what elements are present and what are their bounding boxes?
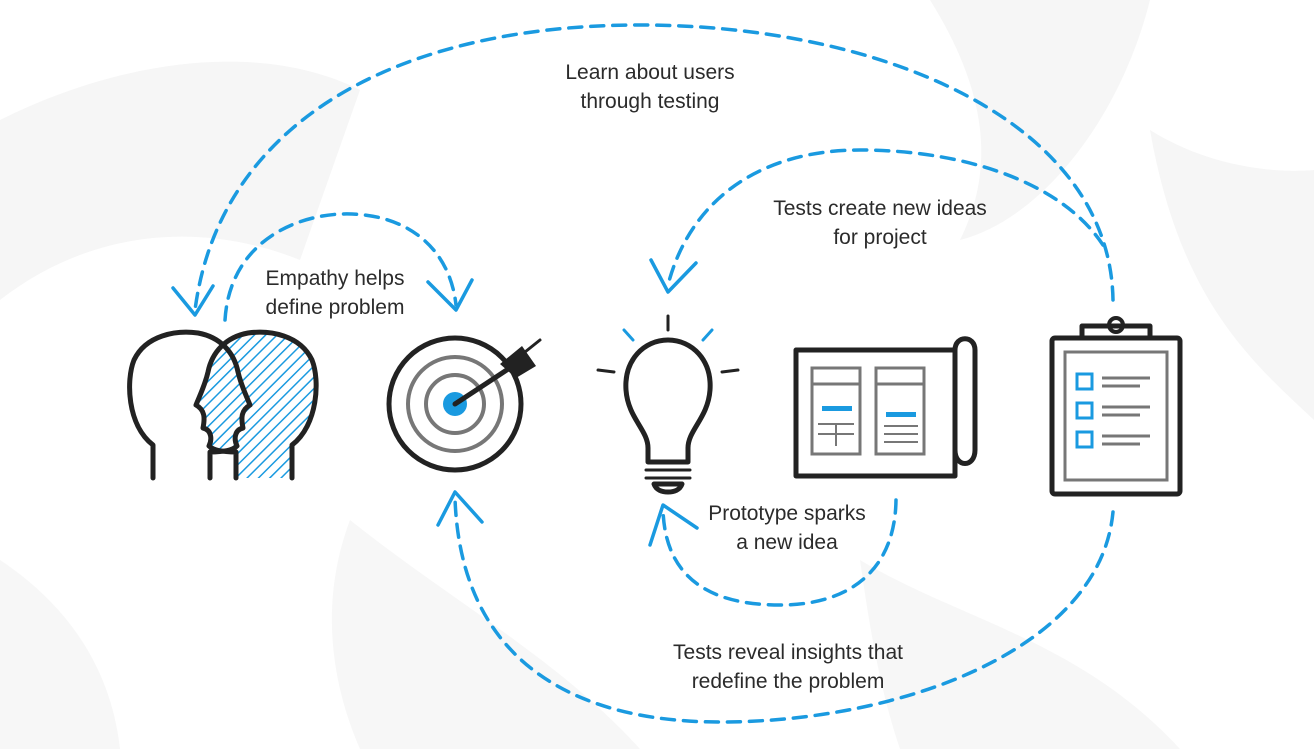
arc-learn-users: [193, 23, 1115, 312]
label-tests-ideas: Tests create new ideas for project: [773, 197, 987, 249]
target-icon: [386, 335, 542, 473]
label-reveal: Tests reveal insights that redefine the …: [673, 641, 903, 693]
two-heads-icon: [127, 329, 319, 481]
arc-tests-ideas: [666, 148, 1105, 287]
blueprint-icon: [793, 336, 978, 479]
clipboard-icon: [1049, 316, 1183, 497]
arrowhead-reveal: [436, 490, 484, 527]
arc-empathy: [223, 212, 458, 322]
arrowhead-empathy: [426, 278, 474, 312]
label-learn-users: Learn about users through testing: [565, 61, 735, 113]
arc-prototype: [661, 498, 898, 607]
lightbulb-icon: [596, 314, 740, 495]
arrowhead-prototype: [648, 503, 699, 547]
arrowhead-tests-ideas: [649, 258, 698, 294]
arrowhead-learn-users: [171, 284, 215, 317]
label-prototype: Prototype sparks a new idea: [708, 502, 866, 554]
label-empathy: Empathy helps define problem: [265, 267, 405, 319]
arc-reveal: [453, 496, 1115, 724]
